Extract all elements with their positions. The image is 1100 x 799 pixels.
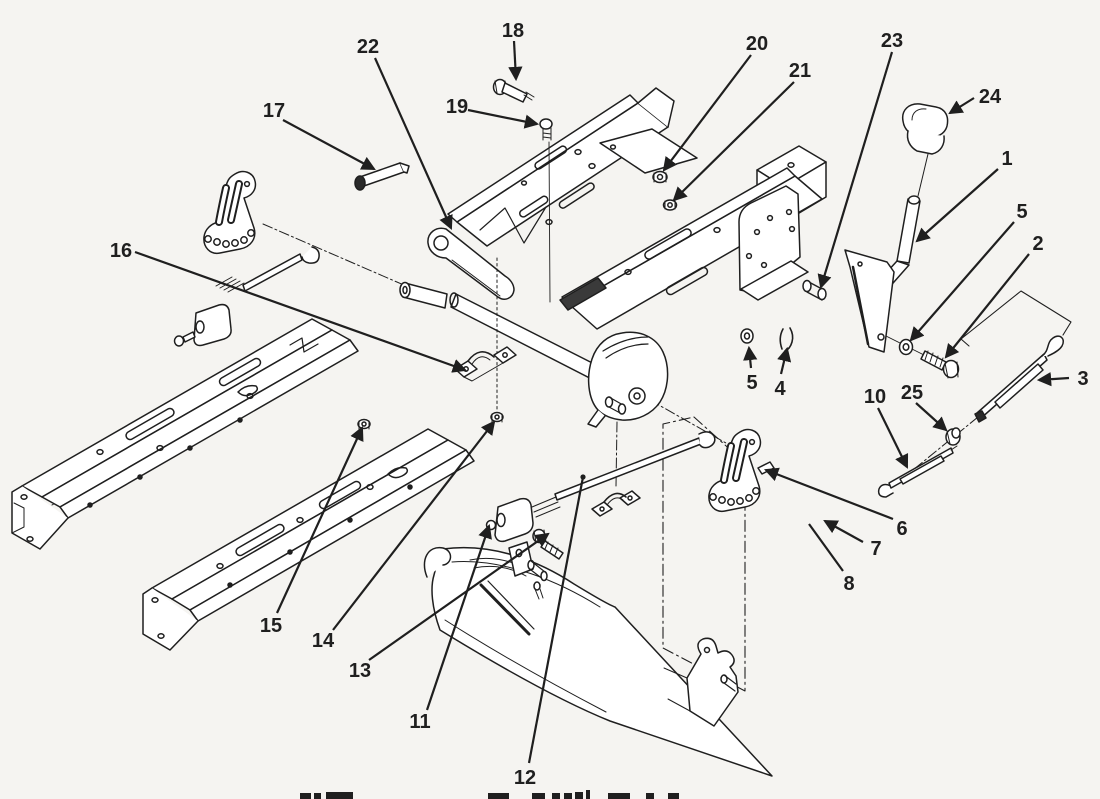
caption-fragment-6 [564,793,572,799]
callout-leader-15-20 [276,426,364,614]
callout-leader-20-2 [662,54,752,172]
callout-leader-3-12 [1036,372,1070,387]
adjustment-rod-3 [974,335,1065,423]
caption-fragment-9 [608,793,630,799]
callout-label-24-5: 24 [979,86,1002,108]
caption-fragment-5 [552,793,560,799]
spacer-pin-23 [802,279,827,301]
bolt-18 [492,78,535,103]
callout-label-5-9: 5 [1016,201,1027,223]
callout-leader-dot-12 [580,474,586,480]
callout-leader-12-24 [527,476,585,764]
callout-label-25-16: 25 [901,382,923,404]
callout-label-16-11: 16 [110,240,132,262]
callout-label-14-21: 14 [312,630,335,652]
frame-rail-left-upper [11,318,359,550]
washer-5-right [898,338,914,356]
callout-leader-16-11 [134,250,468,373]
callout-label-15-20: 15 [260,615,282,637]
axle-clamp-and-nuts [357,141,551,430]
caption-fragment-11 [668,793,679,799]
mid-clamp-bracket [591,490,641,517]
screw-19 [539,118,553,141]
clevis-pin-17 [354,162,410,191]
callout-leader-4-14 [777,346,792,375]
callout-label-5-13: 5 [746,372,757,394]
washer-5-mid [740,328,754,344]
callout-leader-10-15 [877,407,909,469]
callout-label-20-2: 20 [746,33,768,55]
callout-label-10-15: 10 [864,386,886,408]
coupler-nut-25 [945,427,961,446]
callout-label-11-23: 11 [409,711,430,733]
callout-leader-6-17 [763,467,894,521]
callout-leader-23-4 [817,51,894,290]
lift-rod-10 [877,445,958,498]
lever-knob-24 [901,103,949,155]
flange-nut-14 [490,411,504,423]
callout-leader-13-22 [368,532,550,661]
callout-leader-14-21 [332,420,496,631]
flange-nut-15 [357,418,371,430]
lift-lever-assembly [802,103,960,379]
callout-leader-5-9 [909,221,1015,342]
callout-label-18-0: 18 [502,20,524,42]
callout-leader-2-10 [944,253,1030,359]
callout-leader-5-13 [743,345,758,369]
phantom-plate-outline [960,290,1072,347]
callout-label-19-7: 19 [446,96,468,118]
caption-fragment-8 [586,790,590,799]
lever-plate [844,249,895,353]
deck-weldment [423,541,773,777]
callout-leader-22-1 [373,57,453,230]
deck-pivot-bracket [508,541,548,600]
callout-label-6-17: 6 [896,518,907,540]
callout-label-12-24: 12 [514,767,536,789]
callout-label-21-3: 21 [789,60,811,82]
callout-leader-7-18 [823,519,864,543]
flange-nut-20 [652,170,668,184]
callout-label-3-12: 3 [1077,368,1088,390]
callout-leader-17-6 [282,119,376,171]
callout-label-2-10: 2 [1032,233,1043,255]
caption-fragment-7 [575,792,583,799]
callout-label-8-19: 8 [843,573,854,595]
callout-label-4-14: 4 [774,378,786,400]
caption-fragment-1 [314,793,321,799]
flange-nut-21 [662,199,678,211]
frame-rail-left-lower [142,428,475,651]
callout-label-17-6: 17 [263,100,285,122]
callout-leader-19-7 [467,108,540,129]
frame-rail-right [559,145,827,330]
caption-fragment-3 [488,793,509,799]
axle-assembly [399,227,669,428]
callout-label-7-18: 7 [870,538,881,560]
callout-leader-21-3 [672,81,795,202]
callout-leader-24-5 [948,97,975,115]
callout-label-13-22: 13 [349,660,371,682]
caption-fragment-2 [326,792,353,799]
caption-fragment-10 [646,793,654,799]
deck-foot-bracket [663,637,739,727]
callout-label-1-8: 1 [1001,148,1012,170]
cropped-caption-fragments [300,790,679,799]
callout-leader-11-23 [425,523,492,711]
caption-fragment-0 [300,793,311,799]
callout-label-23-4: 23 [881,30,903,52]
callout-label-22-1: 22 [357,36,379,58]
caption-fragment-4 [532,793,545,799]
callout-leader-8-19 [808,523,844,572]
bolt-2 [920,350,960,379]
callout-leader-1-8 [915,168,999,243]
callout-leader-25-16 [915,402,948,432]
callout-leader-18-0 [508,40,523,82]
